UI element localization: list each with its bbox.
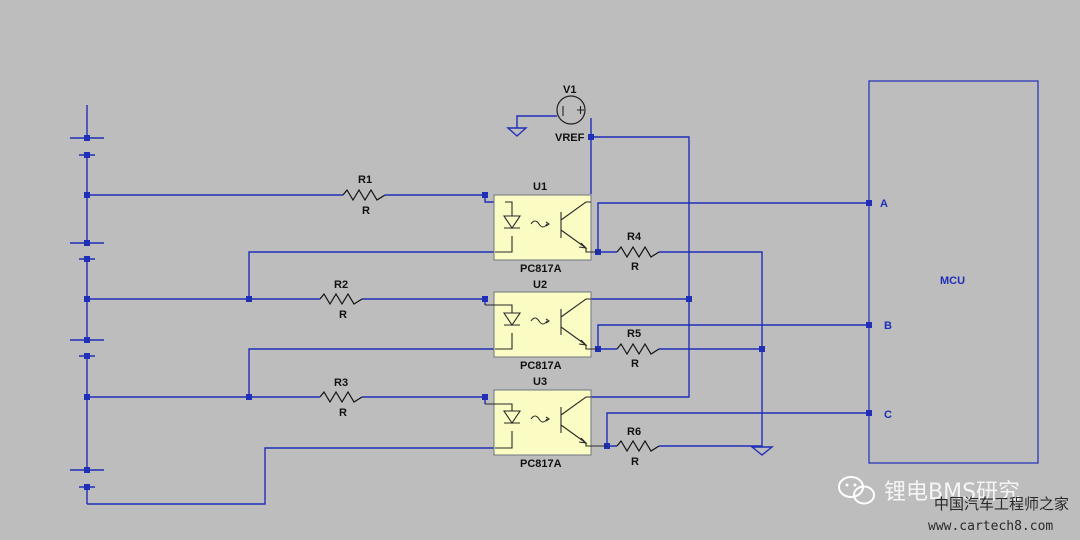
mcu-label: MCU [940,275,965,287]
resistor-r6: R6 R [616,426,660,468]
r5-label: R5 [627,328,641,340]
mcu-pin-b: B [884,320,892,332]
resistor-r2: R2 R [319,279,363,321]
r6-label: R6 [627,426,641,438]
mcu-block: MCU A B C [868,80,1039,464]
watermark-site-name: 中国汽车工程师之家 [934,495,1069,513]
resistor-r4: R4 R [616,231,660,273]
r1-value: R [362,205,370,217]
v1-source: V1 VREF [555,84,586,144]
r3-value: R [339,407,347,419]
optocoupler-u2: U2 PC817A [485,279,598,372]
mcu-pin-a: A [880,198,888,210]
u1-label: U1 [533,181,547,193]
u2-label: U2 [533,279,547,291]
wires [70,105,869,505]
resistor-r3: R3 R [319,377,363,419]
watermark: 锂电BMS研究 中国汽车工程师之家 www.cartech8.com [838,476,1069,534]
r3-label: R3 [334,377,348,389]
r6-value: R [631,456,639,468]
resistor-r5: R5 R [616,328,660,370]
watermark-site-url: www.cartech8.com [928,519,1053,534]
u3-label: U3 [533,376,547,388]
wechat-icon [838,476,875,505]
u2-part: PC817A [520,360,562,372]
v1-label: V1 [563,84,576,96]
junction-dots [84,134,872,490]
r2-label: R2 [334,279,348,291]
r4-value: R [631,261,639,273]
optocoupler-u3: U3 PC817A [485,376,607,470]
r1-label: R1 [358,174,372,186]
r2-value: R [339,309,347,321]
r5-value: R [631,358,639,370]
mcu-pin-c: C [884,409,892,421]
optocoupler-u1: U1 PC817A [493,181,598,275]
u1-part: PC817A [520,263,562,275]
watermark-channel: 锂电BMS研究 [884,480,1020,505]
resistor-r1: R1 R [342,174,386,217]
vref-label: VREF [555,132,585,144]
r4-label: R4 [627,231,642,243]
u3-part: PC817A [520,458,562,470]
